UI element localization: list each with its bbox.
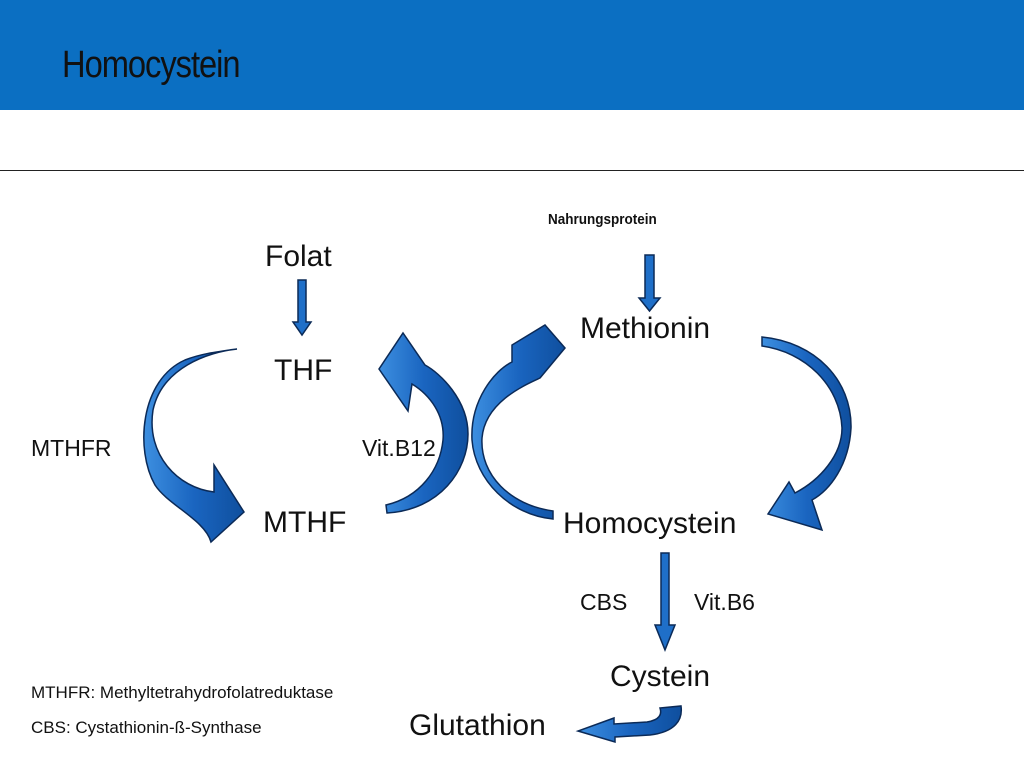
arrow-cystein-to-glutathion (575, 705, 683, 744)
arrow-thf-to-mthf (143, 348, 245, 544)
arrow-folat-to-thf (291, 279, 313, 337)
cofactor-vit-b12: Vit.B12 (362, 435, 436, 461)
node-methionin: Methionin (580, 312, 711, 345)
node-folat: Folat (265, 240, 332, 273)
node-cystein: Cystein (610, 660, 711, 693)
node-glutathion: Glutathion (409, 709, 546, 742)
node-mthf: MTHF (263, 506, 347, 539)
legend-cbs: CBS: Cystathionin-ß-Synthase (31, 718, 262, 737)
node-homocystein: Homocystein (563, 507, 737, 540)
cofactor-vit-b6: Vit.B6 (694, 589, 755, 615)
arrow-nahrungsprotein-to-methionin (637, 254, 662, 313)
node-nahrungsprotein: Nahrungsprotein (548, 211, 657, 228)
header-bar (0, 0, 1024, 110)
page-title: Homocystein (62, 44, 241, 86)
divider-line (0, 170, 1024, 171)
node-thf: THF (274, 354, 333, 387)
arrow-homocystein-to-cystein (653, 552, 677, 653)
arrow-methionin-to-homocystein (761, 336, 852, 532)
arrow-homocystein-to-methionin (471, 324, 566, 520)
enzyme-mthfr: MTHFR (31, 435, 112, 461)
arrow-mthf-to-thf-vit-b12 (378, 331, 469, 514)
enzyme-cbs: CBS (580, 589, 628, 615)
legend-mthfr: MTHFR: Methyltetrahydrofolatreduktase (31, 683, 334, 702)
